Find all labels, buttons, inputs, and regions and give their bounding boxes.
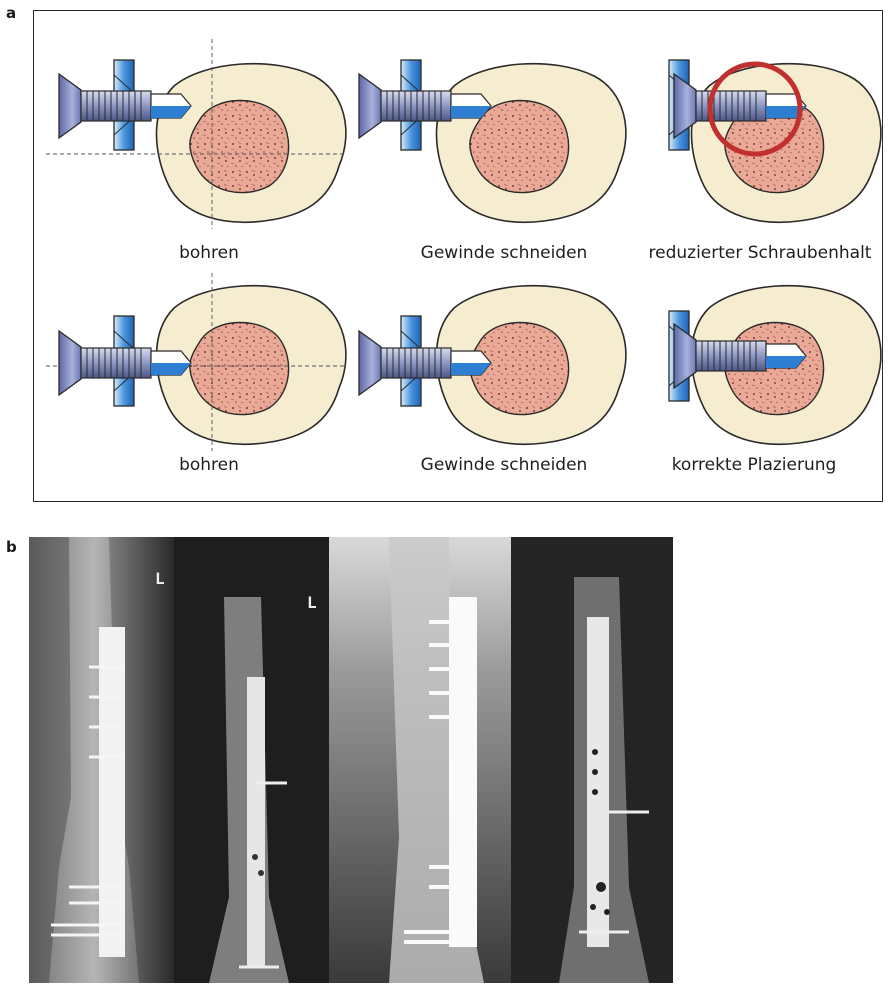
panel-a-label: a [6, 4, 16, 22]
caption-korrekte-plazierung: korrekte Plazierung [654, 455, 854, 475]
caption-gewinde-top: Gewinde schneiden [404, 243, 604, 263]
caption-bohren-top: bohren [134, 243, 284, 263]
cell-3-reduced-hold [669, 60, 881, 222]
cell-5-tapping-correct [359, 286, 626, 445]
radiograph-4 [511, 537, 673, 983]
radiograph-2 [174, 537, 329, 983]
plate-2 [247, 677, 265, 967]
radiograph-strip: L L [29, 537, 673, 983]
cell-6-correct-placement [669, 286, 881, 445]
caption-bohren-bottom: bohren [134, 455, 284, 475]
plate-4 [587, 617, 609, 947]
panel-b-label: b [6, 538, 17, 556]
plate-1 [99, 627, 125, 957]
cell-4-drilling-correct [46, 273, 346, 451]
cell-1-drilling-misplaced [46, 39, 346, 229]
caption-gewinde-bottom: Gewinde schneiden [404, 455, 604, 475]
side-marker-l-1: L [155, 569, 165, 588]
caption-reduzierter-schraubenhalt: reduzierter Schraubenhalt [640, 243, 880, 263]
plate-3 [449, 597, 477, 947]
radiograph-3 [329, 537, 511, 983]
screw-placement-diagram: bohren Gewinde schneiden reduzierter Sch… [33, 10, 883, 502]
side-marker-l-2: L [307, 593, 317, 612]
radiograph-1 [29, 537, 174, 983]
cell-2-tapping-misplaced [359, 60, 626, 222]
